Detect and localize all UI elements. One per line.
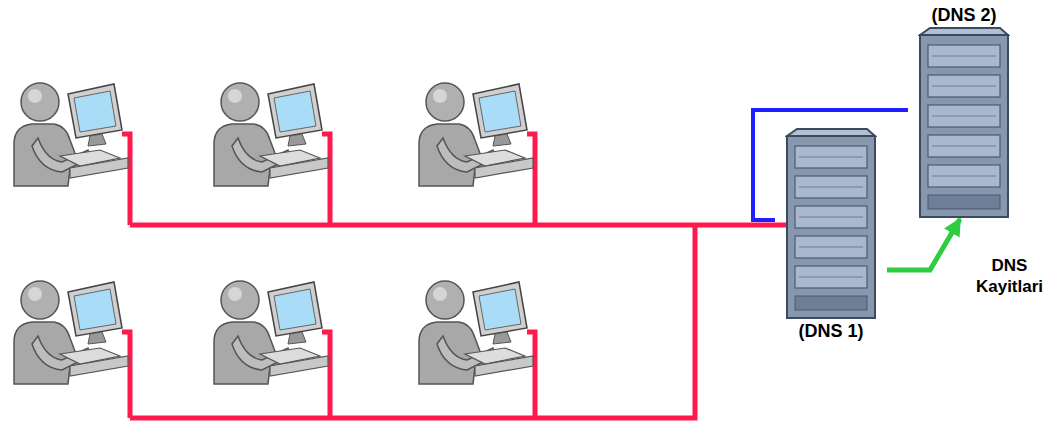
edge-label: DNS Kayitlari (960, 254, 1059, 299)
record-arrow (887, 219, 960, 270)
server-base (795, 296, 867, 310)
server-slot (932, 86, 996, 87)
server-slot (799, 187, 863, 188)
server-panel (795, 236, 867, 258)
user-computer (14, 83, 128, 186)
server-slot (932, 176, 996, 177)
wire (122, 134, 130, 225)
server-panel (795, 266, 867, 288)
server-label: (DNS 1) (796, 320, 865, 343)
server-slot (932, 146, 996, 147)
wire (322, 332, 330, 418)
server-icon (785, 128, 877, 320)
wire (527, 134, 535, 225)
server-panel (928, 135, 1000, 157)
server-base (928, 195, 1000, 209)
server-panel (795, 146, 867, 168)
server-slot (932, 116, 996, 117)
user-computer (214, 281, 328, 384)
dns-server: (DNS 2) (908, 4, 1020, 219)
server-panel (795, 176, 867, 198)
wire (122, 332, 130, 418)
server-slot (799, 277, 863, 278)
server-panel (928, 165, 1000, 187)
dns-server: (DNS 1) (775, 128, 887, 343)
server-panel (795, 206, 867, 228)
server-body (920, 35, 1008, 217)
server-slot (799, 247, 863, 248)
wire (130, 223, 787, 228)
wire (130, 225, 695, 418)
server-panel (928, 75, 1000, 97)
server-label: (DNS 2) (929, 4, 998, 27)
user-computer (419, 281, 533, 384)
server-body (787, 136, 875, 318)
user-computer (214, 83, 328, 186)
server-top (787, 129, 875, 136)
server-slot (799, 157, 863, 158)
wire (527, 332, 535, 418)
users (14, 83, 533, 384)
user-computer (419, 83, 533, 186)
server-panel (928, 105, 1000, 127)
server-icon (918, 27, 1010, 219)
server-top (920, 28, 1008, 35)
user-computer (14, 281, 128, 384)
server-slot (799, 217, 863, 218)
wire (322, 134, 330, 225)
server-panel (928, 45, 1000, 67)
server-slot (932, 56, 996, 57)
